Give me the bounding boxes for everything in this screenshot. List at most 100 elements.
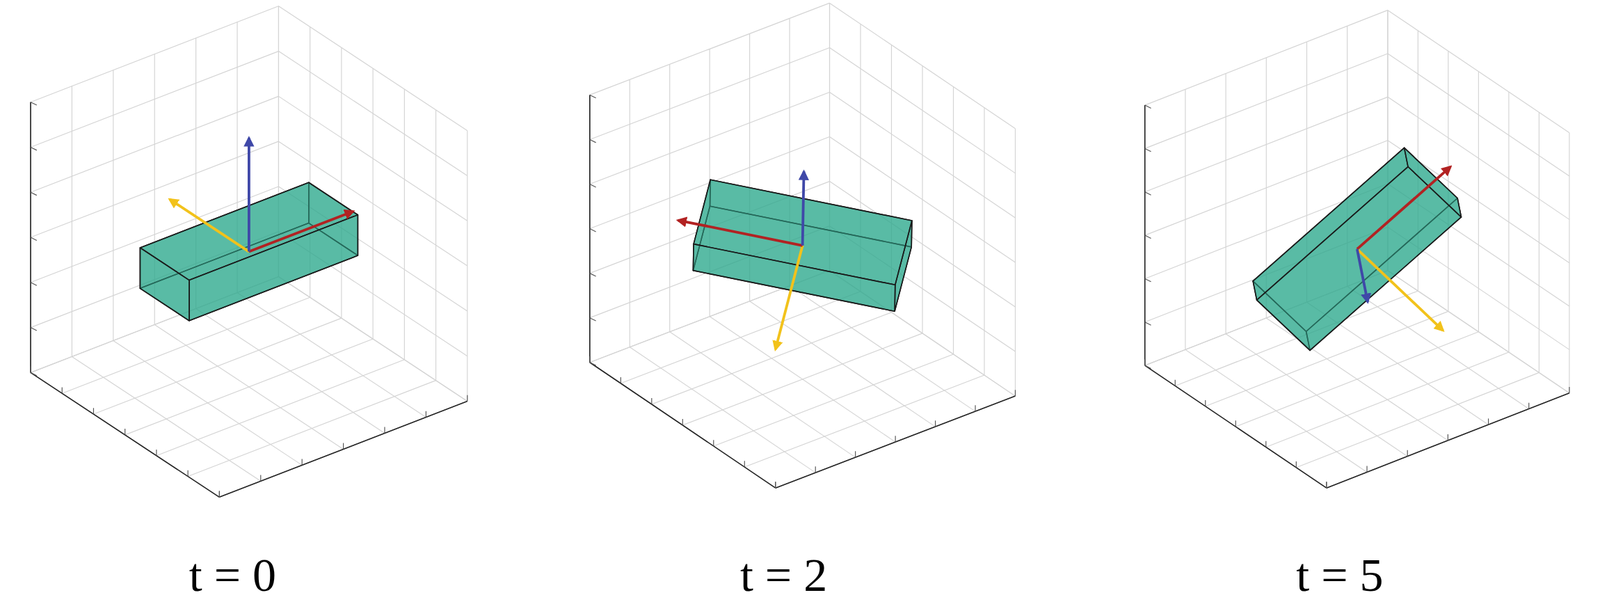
grid-line: [1145, 53, 1388, 149]
tick-mark: [124, 428, 126, 435]
tick-mark: [384, 427, 385, 434]
tick-mark: [974, 404, 976, 412]
tick-mark: [934, 420, 936, 427]
grid-line: [1326, 393, 1570, 488]
tick-mark: [1145, 235, 1152, 238]
plot-panel: [589, 2, 1016, 488]
grid-line: [1145, 10, 1388, 106]
tick-mark: [774, 481, 776, 488]
tick-mark: [774, 481, 776, 488]
frame-arrow: [678, 220, 803, 246]
time-label: t = 5: [1296, 550, 1383, 599]
axis-line: [1145, 365, 1327, 488]
frame-arrow: [802, 171, 805, 246]
tick-mark: [1145, 365, 1152, 368]
tick-mark: [1366, 466, 1367, 473]
grid-line: [340, 47, 342, 318]
grid-line: [1145, 96, 1388, 192]
tick-mark: [93, 407, 94, 414]
grid-line: [278, 51, 467, 176]
tick-mark: [1447, 434, 1449, 441]
tick-mark: [1014, 389, 1016, 396]
box-face: [139, 247, 190, 321]
tick-mark: [682, 418, 684, 426]
tick-mark: [1296, 461, 1297, 468]
tick-mark: [589, 139, 597, 142]
frame-arrow: [1357, 166, 1451, 250]
tick-mark: [260, 475, 261, 482]
tick-mark: [1145, 148, 1152, 151]
tick-mark: [620, 377, 622, 384]
tick-mark: [651, 397, 652, 405]
axis-line: [775, 395, 1016, 488]
grid-line: [651, 312, 892, 405]
grid-line: [775, 395, 1016, 488]
grid-line: [93, 317, 341, 414]
tick-mark: [589, 184, 597, 188]
tick-mark: [1174, 379, 1176, 387]
grid-line: [749, 301, 936, 427]
grid-line: [30, 96, 279, 192]
tick-mark: [1568, 386, 1570, 394]
time-label: t = 2: [740, 550, 828, 599]
box-face: [189, 214, 358, 321]
tick-mark: [895, 435, 896, 442]
tick-mark: [1204, 400, 1206, 407]
tick-mark: [1144, 358, 1146, 366]
grid-line: [709, 316, 896, 442]
axis-line: [589, 362, 776, 488]
tick-mark: [1488, 418, 1489, 425]
tick-mark: [219, 491, 220, 498]
grid-line: [829, 2, 1016, 128]
tick-mark: [61, 386, 63, 394]
axis-line: [219, 400, 467, 497]
tick-mark: [29, 366, 31, 373]
grid-line: [829, 92, 1016, 218]
tick-mark: [219, 491, 220, 498]
frame-arrow: [249, 211, 354, 252]
tick-mark: [425, 411, 427, 418]
frame-arrow: [169, 198, 250, 252]
tick-mark: [30, 102, 37, 106]
grid-line: [278, 276, 467, 402]
tick-mark: [589, 362, 597, 366]
tick-mark: [815, 466, 816, 473]
tick-mark: [589, 94, 597, 98]
grid-line: [219, 400, 467, 497]
tick-mark: [342, 443, 344, 450]
grid-line: [1387, 10, 1570, 133]
plot-panel: [1145, 10, 1570, 488]
grid-line: [30, 51, 279, 148]
tick-mark: [30, 282, 37, 286]
tick-mark: [1265, 441, 1267, 448]
tick-mark: [589, 273, 597, 277]
grid-line: [589, 92, 830, 185]
plot-panel: [30, 6, 468, 498]
frame-arrow: [247, 137, 251, 252]
tick-mark: [1145, 105, 1152, 108]
frame-arrow: [1357, 249, 1368, 302]
grid-line: [589, 47, 830, 140]
tick-mark: [1145, 322, 1152, 325]
tick-mark: [1145, 278, 1152, 282]
grid-line: [589, 2, 830, 95]
tick-mark: [1528, 402, 1530, 410]
grid-line: [278, 6, 467, 131]
tick-mark: [466, 395, 468, 402]
axis-line: [30, 372, 220, 497]
tick-mark: [854, 450, 856, 458]
tick-mark: [155, 449, 157, 456]
tick-mark: [30, 372, 37, 375]
grid-line: [620, 291, 861, 384]
tick-mark: [30, 146, 37, 150]
tick-mark: [1235, 420, 1237, 427]
grid-line: [1447, 50, 1449, 311]
tick-mark: [1145, 192, 1152, 195]
tick-mark: [589, 356, 590, 363]
grid-line: [30, 6, 279, 103]
tick-mark: [187, 470, 189, 477]
tick-mark: [1325, 481, 1327, 488]
grid-line: [589, 362, 776, 488]
